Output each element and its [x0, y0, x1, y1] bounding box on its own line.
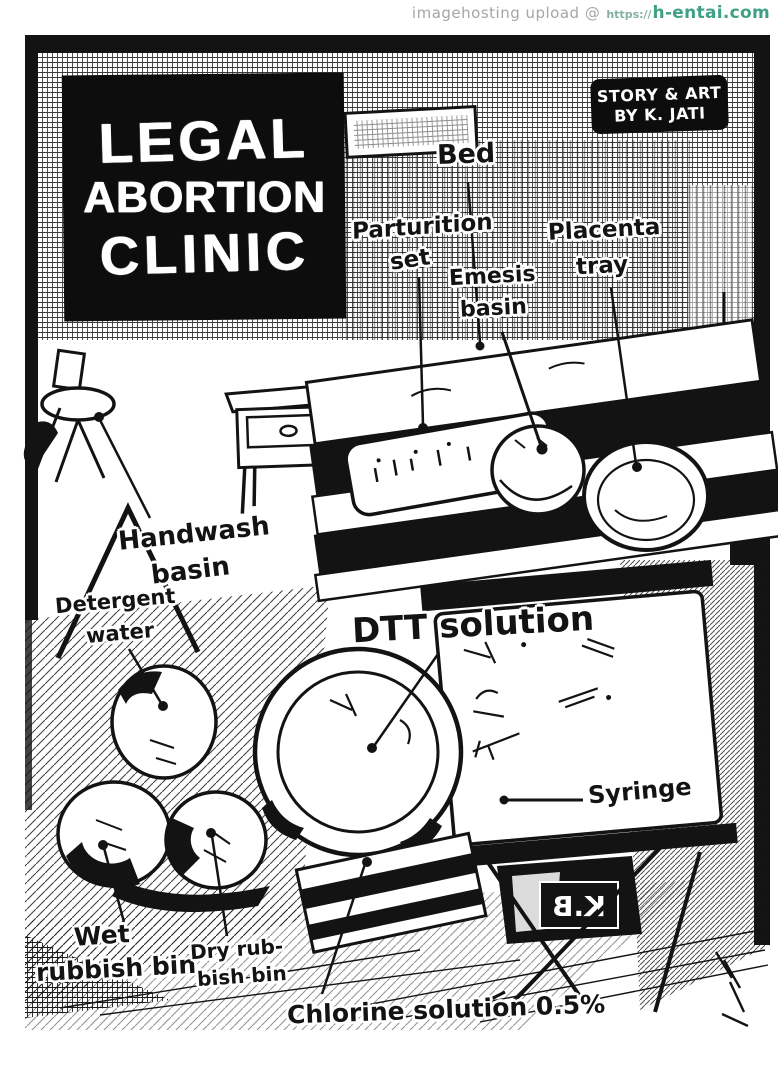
title-line-3: CLINIC: [98, 220, 311, 287]
label-placenta-tray-line1: Placenta: [547, 214, 661, 246]
instrument-tray-table: [420, 559, 738, 868]
handwash-basin-stand: [23, 348, 116, 483]
trolley-legs: [476, 844, 702, 1013]
dtt-solution-bowl: [252, 646, 464, 858]
label-dry-rubbish-bin-line1: Dry rub-: [189, 933, 284, 965]
placenta-tray-basin: [582, 440, 710, 552]
label-emesis-basin-line2: basin: [459, 294, 528, 323]
wet-rubbish-bin-shape: [56, 780, 172, 889]
watermark-url-scheme: https://: [606, 8, 652, 21]
title-line-2: ABORTION: [82, 172, 326, 223]
label-parturition-set-line2: set: [388, 244, 432, 276]
wall-board: [343, 104, 479, 159]
kb-stamped-box: K.B: [497, 856, 642, 944]
leader-lines: [94, 181, 642, 995]
credit-block: STORY & ART BY K. JATI: [590, 74, 729, 135]
kb-stamp-text: K.B: [552, 890, 606, 923]
title-block: LEGAL ABORTION CLINIC: [61, 72, 347, 322]
artist-flourish: [714, 951, 749, 1028]
drip-stand: [55, 502, 201, 660]
label-bed: Bed: [436, 137, 496, 172]
watermark-site-link[interactable]: h-entai.com: [652, 3, 770, 23]
label-dry-rubbish-bin-line2: bish bin: [196, 960, 288, 992]
watermark-text: imagehosting upload @: [411, 4, 601, 22]
label-placenta-tray-line2: tray: [575, 251, 629, 281]
dry-rubbish-bin-shape: [112, 790, 270, 913]
chlorine-bucket: [294, 831, 488, 954]
label-emesis-basin-line1: Emesis: [448, 261, 537, 292]
credit-line-1: STORY & ART: [596, 82, 722, 107]
label-wet-rubbish-bin-line1: Wet: [73, 919, 131, 952]
title-line-1: LEGAL: [97, 105, 310, 175]
credit-line-2: BY K. JATI: [613, 102, 706, 126]
syringe-sketches: [463, 638, 615, 761]
watermark: imagehosting upload @ https:// h-entai.c…: [412, 3, 770, 23]
label-detergent-water-line2: water: [85, 618, 156, 648]
detergent-water-bucket: [110, 664, 218, 780]
emesis-basin-dish: [490, 424, 586, 516]
